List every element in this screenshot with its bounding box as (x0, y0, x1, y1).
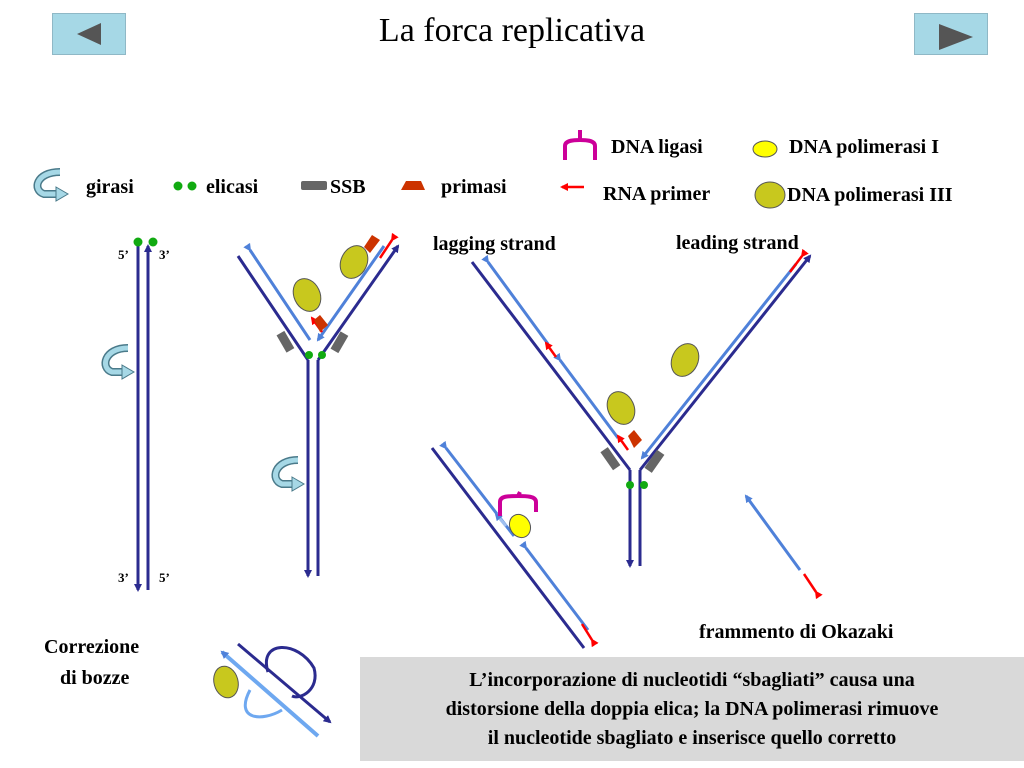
gyrase-icon (101, 344, 135, 380)
triangle-right-icon (939, 24, 973, 50)
ssb-icon (301, 181, 327, 190)
prev-slide-button[interactable] (52, 13, 126, 55)
ligase-icon (563, 130, 597, 160)
gyrase-icon (33, 168, 69, 202)
note-line: L’incorporazione di nucleotidi “sbagliat… (469, 669, 915, 691)
helicase-icon (173, 181, 197, 191)
legend-ssb-label: SSB (330, 176, 366, 198)
triangle-left-icon (77, 23, 101, 45)
dna-pol1-icon (752, 140, 778, 158)
legend-girasi-label: girasi (86, 176, 134, 198)
next-slide-button[interactable] (914, 13, 988, 55)
strand-end-label: 5’ (118, 247, 129, 262)
legend-dna-ligasi-label: DNA ligasi (611, 136, 703, 158)
note-line: distorsione della doppia elica; la DNA p… (445, 698, 939, 720)
legend-elicasi-label: elicasi (206, 176, 259, 198)
leading-strand-label: leading strand (676, 232, 799, 254)
legend-dna-pol1-label: DNA polimerasi I (789, 136, 939, 158)
explanation-note: L’incorporazione di nucleotidi “sbagliat… (360, 657, 1024, 761)
panel-replication-fork (470, 248, 812, 568)
dna-pol3-icon (754, 181, 786, 209)
note-line: il nucleotide sbagliato e inserisce quel… (487, 727, 897, 749)
okazaki-fragment-label: frammento di Okazaki (699, 621, 894, 643)
proofreading-label-line2: di bozze (60, 667, 130, 689)
legend-primasi-label: primasi (441, 176, 507, 198)
strand-end-label: 5’ (159, 570, 170, 585)
panel-ligation (430, 440, 599, 649)
panel-okazaki-fragment (744, 494, 823, 600)
proofreading-label-line1: Correzione (44, 636, 140, 658)
panel-proofreading (213, 642, 332, 738)
gyrase-icon (271, 456, 305, 492)
lagging-strand-label: lagging strand (433, 233, 556, 255)
slide-title: La forca replicativa (378, 12, 646, 49)
panel-straight-helix (101, 237, 158, 592)
panel-opening-fork (236, 232, 400, 578)
legend-dna-pol3-label: DNA polimerasi III (787, 184, 953, 206)
strand-end-label: 3’ (118, 570, 129, 585)
legend-rna-primer-label: RNA primer (603, 183, 711, 205)
primase-icon (401, 181, 425, 190)
strand-end-label: 3’ (159, 247, 170, 262)
